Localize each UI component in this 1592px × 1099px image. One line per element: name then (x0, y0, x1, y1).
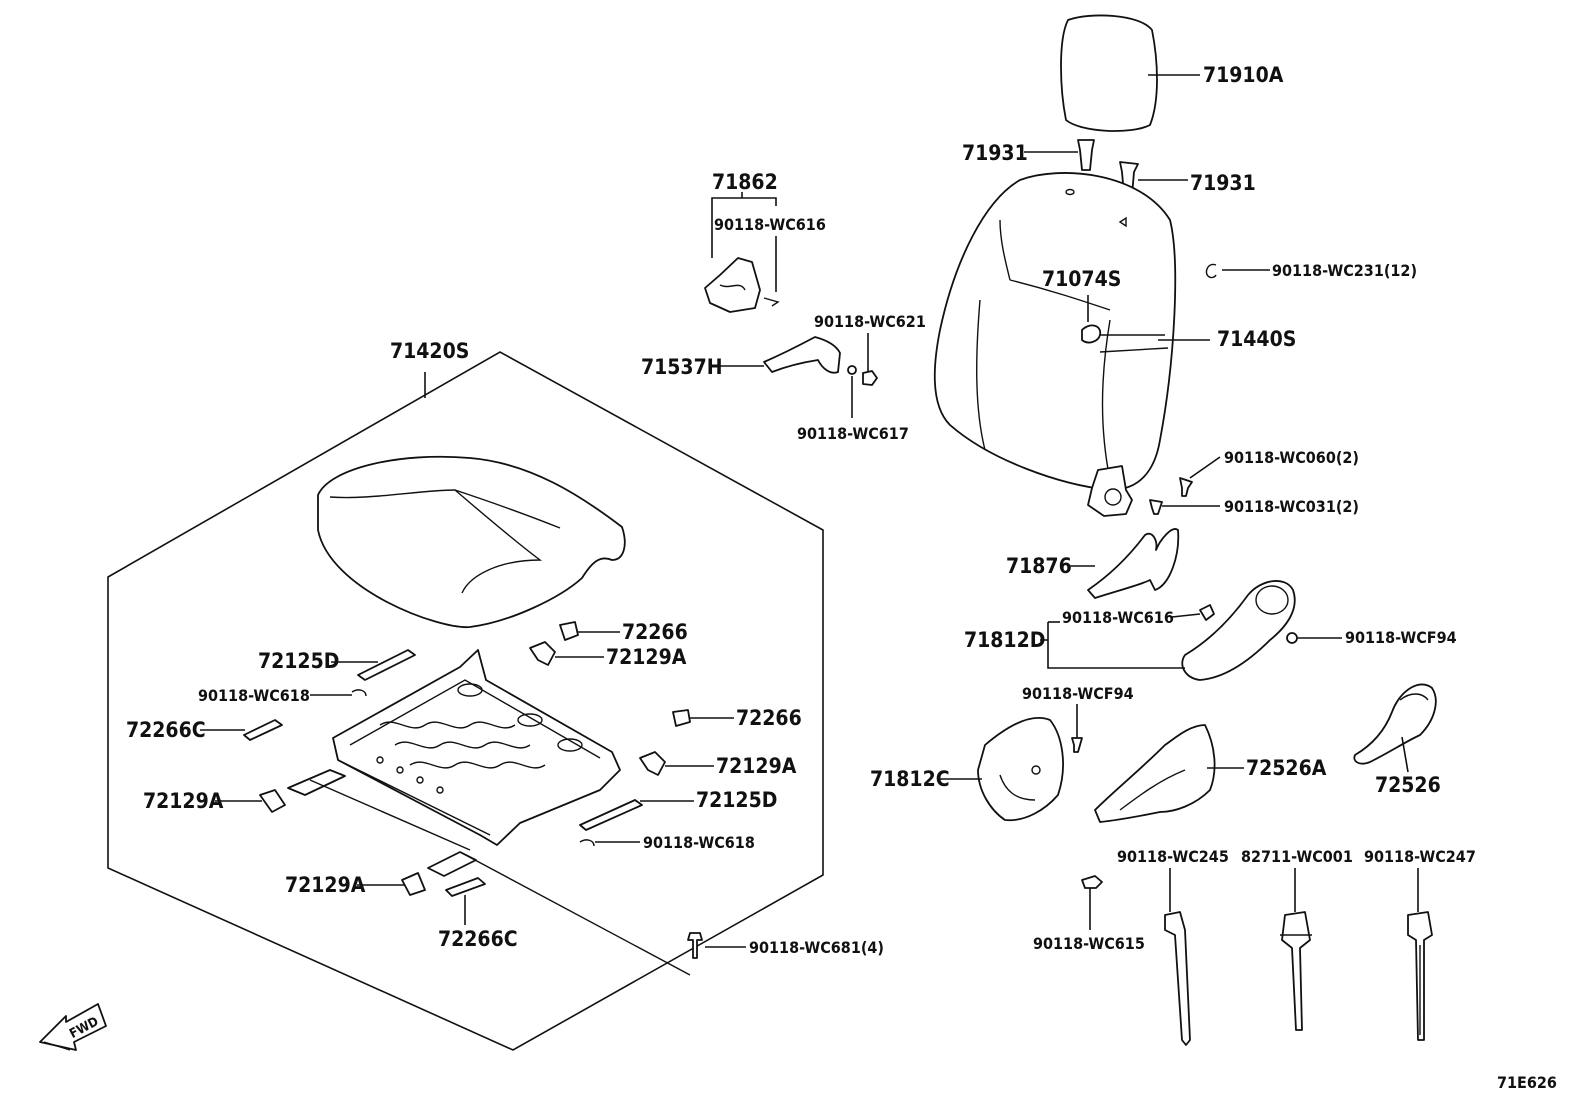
part-71812C (977, 717, 1064, 822)
label-wc245: 90118-WC245 (1117, 847, 1229, 866)
part-wcf94-screw-a (1286, 632, 1298, 644)
label-71931-b: 71931 (1190, 171, 1256, 195)
part-wc060-screw (1179, 477, 1193, 497)
cushion-seam (329, 489, 561, 529)
label-71931-a: 71931 (962, 141, 1028, 165)
label-71440S: 71440S (1217, 327, 1296, 351)
part-wc616-screw-a (763, 297, 780, 307)
label-72266-b: 72266 (736, 706, 802, 730)
part-wc621-nut (862, 370, 878, 386)
cable-tie-wc245 (1164, 868, 1191, 1046)
part-72129A-lower (401, 872, 426, 896)
part-wc615-clip (1081, 875, 1103, 889)
label-82711: 82711-WC001 (1241, 847, 1353, 866)
label-71876: 71876 (1006, 554, 1072, 578)
label-72526: 72526 (1375, 773, 1441, 797)
part-wcf94-screw-b (1071, 737, 1083, 753)
label-72266C-a: 72266C (126, 718, 206, 742)
label-wcf94-a: 90118-WCF94 (1345, 628, 1457, 647)
leader-72526 (1401, 736, 1409, 773)
label-wc616-a: 90118-WC616 (714, 215, 826, 234)
part-72129A-upper (529, 641, 556, 666)
part-wc616-clip-b (1199, 604, 1215, 621)
part-71862-group (704, 192, 780, 313)
part-72526A (1094, 724, 1216, 823)
part-wc231-hog-ring (1205, 263, 1217, 279)
label-72129A-c: 72129A (143, 789, 224, 813)
part-72125D-lower (579, 799, 643, 831)
label-wc617: 90118-WC617 (797, 424, 909, 443)
part-71862 (704, 257, 761, 313)
label-wc031: 90118-WC031(2) (1224, 497, 1359, 516)
part-wc681-bolt (687, 932, 703, 959)
label-wc060: 90118-WC060(2) (1224, 448, 1359, 467)
label-72526A: 72526A (1246, 756, 1327, 780)
label-71074S: 71074S (1042, 267, 1121, 291)
headrest-guide-left (1077, 139, 1095, 171)
part-wc618-lower (579, 839, 595, 847)
seat-cushion-group (107, 351, 824, 1051)
part-72129A-right (639, 751, 666, 776)
part-72526 (1353, 683, 1437, 765)
diagram-code: 71E626 (1497, 1073, 1557, 1092)
fwd-arrow: FWD (39, 1003, 107, 1051)
recliner-bracket (1087, 465, 1133, 517)
label-71420S: 71420S (390, 339, 469, 363)
label-71537H: 71537H (641, 355, 723, 379)
part-wc031-screw (1149, 499, 1163, 515)
cushion-group-boundary (107, 351, 824, 1051)
label-72129A-d: 72129A (285, 873, 366, 897)
cushion-seam-2 (454, 489, 543, 594)
cable-tie-82711 (1280, 868, 1312, 1031)
label-wc247: 90118-WC247 (1364, 847, 1476, 866)
part-71876 (1087, 528, 1180, 599)
part-72266-upper (559, 621, 579, 641)
part-71537H (763, 336, 841, 374)
part-72125D-upper (357, 649, 416, 681)
label-wcf94-b: 90118-WCF94 (1022, 684, 1134, 703)
seat-back (933, 172, 1210, 517)
label-72129A-a: 72129A (606, 645, 687, 669)
part-72129A-left (259, 789, 286, 813)
label-wc618-b: 90118-WC618 (643, 833, 755, 852)
label-72266C-b: 72266C (438, 927, 518, 951)
label-wc621: 90118-WC621 (814, 312, 926, 331)
label-wc618-a: 90118-WC618 (198, 686, 310, 705)
part-72266C-lower (445, 877, 486, 897)
part-wc618-upper (351, 689, 367, 697)
label-72125D-a: 72125D (258, 649, 339, 673)
label-wc615: 90118-WC615 (1033, 934, 1145, 953)
leader-wc616-b (1171, 613, 1201, 618)
label-72266-a: 72266 (622, 620, 688, 644)
part-71812D (1181, 580, 1296, 681)
part-72266C-upper (243, 719, 283, 741)
label-wc616-b: 90118-WC616 (1062, 608, 1174, 627)
label-72129A-b: 72129A (716, 754, 797, 778)
label-72125D-b: 72125D (696, 788, 777, 812)
leader-wc060 (1189, 456, 1221, 479)
seat-frame (287, 649, 691, 976)
label-71812D: 71812D (964, 628, 1045, 652)
label-71812C: 71812C (870, 767, 950, 791)
label-71910A: 71910A (1203, 63, 1284, 87)
seat-cushion-pad (317, 455, 626, 628)
label-wc231: 90118-WC231(12) (1272, 261, 1417, 280)
headrest (1024, 14, 1200, 196)
label-wc681: 90118-WC681(4) (749, 938, 884, 957)
cable-tie-wc247 (1407, 868, 1433, 1041)
part-wc617-washer (847, 365, 857, 375)
part-72266-lower (672, 709, 691, 727)
label-71862: 71862 (712, 170, 778, 194)
